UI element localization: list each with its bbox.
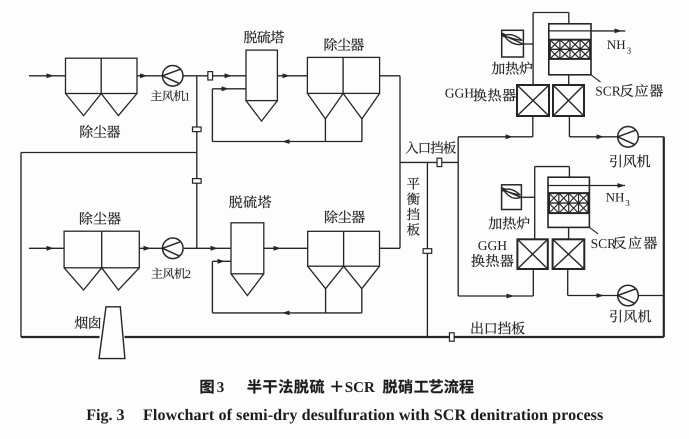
svg-text:Flowchart of semi-dry desulfur: Flowchart of semi-dry desulfuration with… [143, 407, 603, 424]
svg-text:2: 2 [185, 267, 191, 281]
svg-text:NH: NH [606, 190, 625, 205]
svg-text:3: 3 [627, 45, 632, 55]
svg-text:3: 3 [625, 198, 630, 208]
svg-text:SCR: SCR [595, 84, 621, 99]
svg-text:1: 1 [184, 89, 190, 103]
svg-text:GGH: GGH [445, 86, 474, 101]
svg-text:SCR: SCR [345, 380, 375, 396]
svg-text:3: 3 [217, 380, 225, 396]
svg-text:3: 3 [117, 407, 125, 424]
svg-text:GGH: GGH [478, 238, 507, 253]
svg-text:SCR: SCR [591, 236, 617, 251]
svg-text:NH: NH [607, 37, 626, 52]
svg-text:Fig.: Fig. [86, 407, 112, 424]
